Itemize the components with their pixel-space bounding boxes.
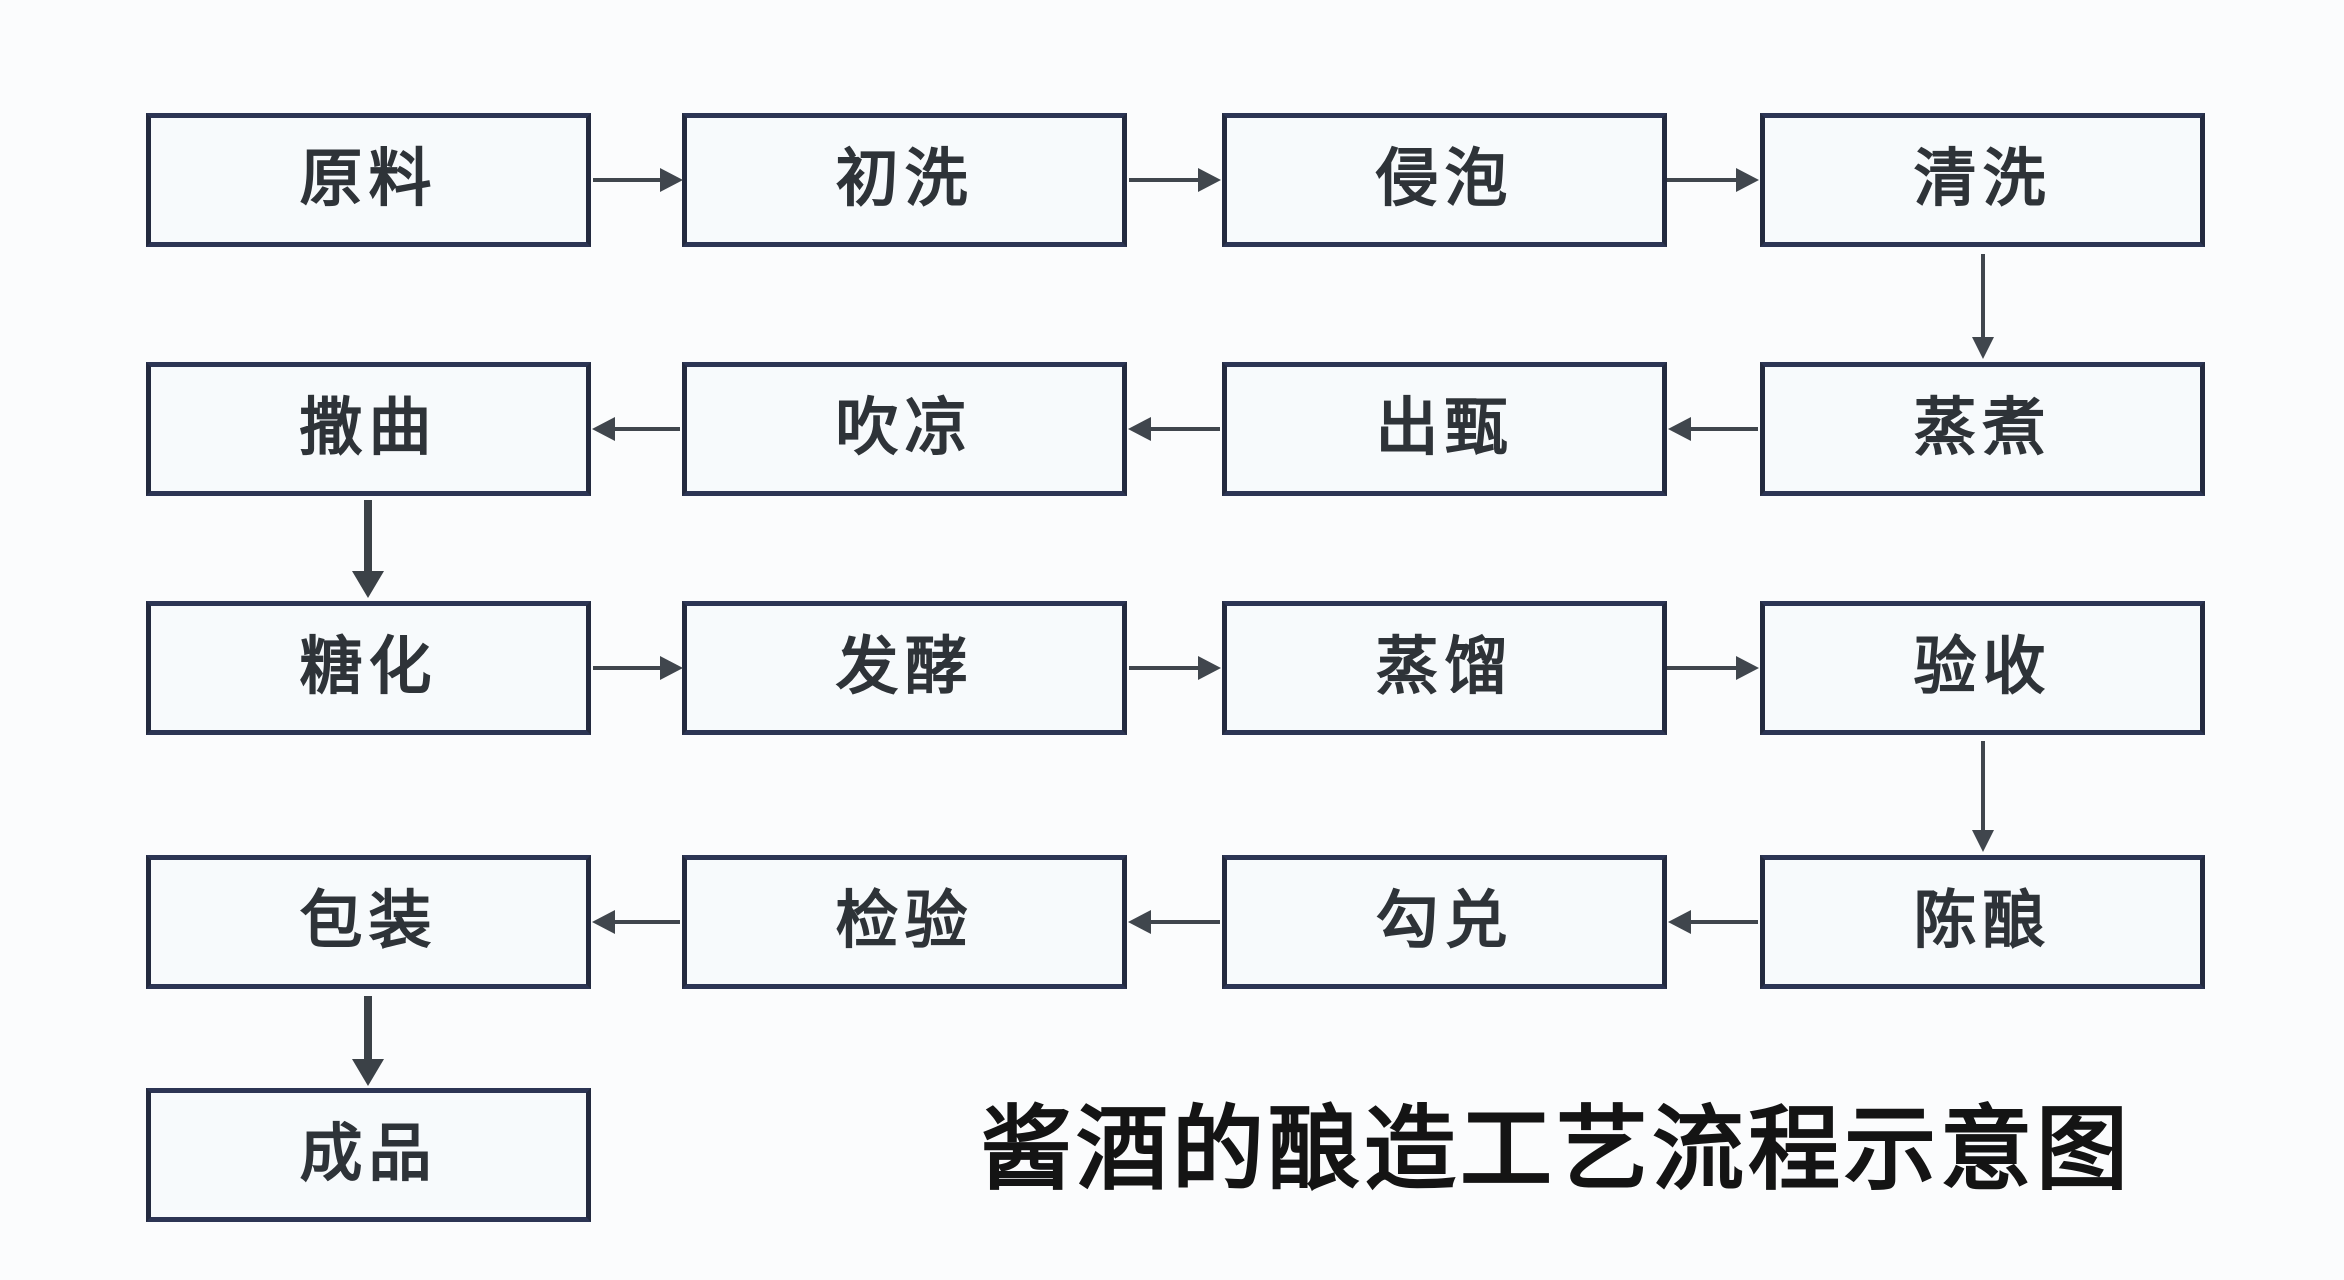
arrow-acceptance-to-aging: [1981, 741, 1985, 831]
node-spreading-qu: 撒曲: [146, 362, 591, 496]
node-washing: 清洗: [1760, 113, 2205, 247]
node-label: 原料: [299, 141, 438, 215]
node-out-of-steamer: 出甄: [1222, 362, 1667, 496]
arrow-fermentation-to-distillation: [1129, 666, 1199, 670]
node-raw-material: 原料: [146, 113, 591, 247]
arrow-blow-cooling-to-spreading-qu: [614, 427, 680, 431]
node-label: 验收: [1913, 629, 2052, 703]
node-label: 清洗: [1913, 141, 2052, 215]
node-fermentation: 发酵: [682, 601, 1127, 735]
arrow-aging-to-blending: [1690, 920, 1758, 924]
node-label: 吹凉: [835, 390, 974, 464]
node-label: 侵泡: [1375, 141, 1514, 215]
node-acceptance: 验收: [1760, 601, 2205, 735]
arrow-washing-to-steaming: [1981, 254, 1985, 338]
node-label: 蒸馏: [1375, 629, 1514, 703]
node-label: 糖化: [299, 629, 438, 703]
node-label: 包装: [299, 883, 438, 957]
node-blending: 勾兑: [1222, 855, 1667, 989]
node-label: 撒曲: [299, 390, 438, 464]
node-distillation: 蒸馏: [1222, 601, 1667, 735]
node-blow-cooling: 吹凉: [682, 362, 1127, 496]
node-packaging: 包装: [146, 855, 591, 989]
node-label: 成品: [299, 1116, 438, 1190]
arrow-out-of-steamer-to-blow-cooling: [1150, 427, 1220, 431]
arrow-distillation-to-acceptance: [1667, 666, 1737, 670]
node-soaking: 侵泡: [1222, 113, 1667, 247]
node-label: 发酵: [835, 629, 974, 703]
arrow-first-wash-to-soaking: [1129, 178, 1199, 182]
node-label: 检验: [835, 883, 974, 957]
node-label: 蒸煮: [1913, 390, 2052, 464]
arrow-inspection-to-packaging: [614, 920, 680, 924]
arrow-saccharification-to-fermentation: [593, 666, 661, 670]
diagram-title: 酱酒的酿造工艺流程示意图: [980, 1096, 2133, 1203]
node-steaming: 蒸煮: [1760, 362, 2205, 496]
arrow-raw-material-to-first-wash: [593, 178, 661, 182]
node-label: 勾兑: [1375, 883, 1514, 957]
arrow-blending-to-inspection: [1150, 920, 1220, 924]
node-saccharification: 糖化: [146, 601, 591, 735]
arrow-packaging-to-finished-product: [364, 996, 372, 1060]
node-label: 出甄: [1375, 390, 1514, 464]
node-aging: 陈酿: [1760, 855, 2205, 989]
arrow-spreading-qu-to-saccharification: [364, 500, 372, 572]
node-inspection: 检验: [682, 855, 1127, 989]
node-label: 初洗: [835, 141, 974, 215]
node-finished-product: 成品: [146, 1088, 591, 1222]
node-first-wash: 初洗: [682, 113, 1127, 247]
arrow-steaming-to-out-of-steamer: [1690, 427, 1758, 431]
arrow-soaking-to-washing: [1667, 178, 1737, 182]
node-label: 陈酿: [1913, 883, 2052, 957]
